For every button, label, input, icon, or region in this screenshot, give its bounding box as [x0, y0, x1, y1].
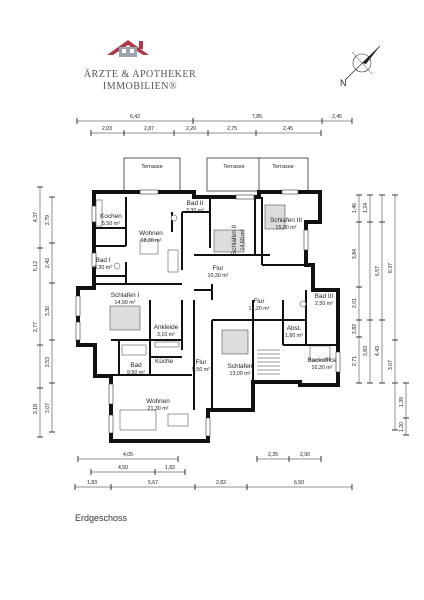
dim-top-1-c: 2,45	[332, 114, 342, 120]
house-roof-icon	[107, 40, 149, 57]
dim-top-1-b: 7,85	[252, 114, 262, 120]
terrace-label-1: Terrasse	[141, 164, 162, 170]
room-flur-3-area: 5,50 m²	[192, 367, 210, 373]
dim-left-outer-d: 3,18	[33, 404, 39, 414]
compass-icon: N	[340, 45, 381, 88]
room-backoffice-name: Backoffice	[307, 357, 337, 364]
room-flur-2-name: Flur	[253, 298, 265, 305]
dimension-labels: 6,42 7,85 2,45 2,03 2,87 2,20 2,75 2,45 …	[33, 114, 405, 486]
room-kueche-name: Küche	[155, 358, 174, 365]
dim-bottom-2-b: 1,82	[165, 465, 175, 471]
dim-right-a-1: 1,46	[352, 203, 358, 213]
dim-bottom-3-a: 1,83	[87, 480, 97, 486]
room-wohnen-1-area: 18,30 m²	[141, 238, 162, 244]
room-bad-area: 9,50 m²	[127, 370, 145, 376]
compass-north-label: N	[340, 78, 347, 88]
dim-right-a-5: 2,71	[352, 356, 358, 366]
dimension-ticks	[37, 118, 409, 490]
room-schlafen-area: 13,00 m²	[230, 371, 251, 377]
dim-right-b-2: 6,57	[375, 266, 381, 276]
room-abst-area: 1,80 m²	[285, 333, 303, 339]
dim-top-2-a: 2,03	[102, 126, 112, 132]
logo-line-2: IMMOBILIEN®	[102, 81, 178, 92]
terrace-labels: Terrasse Terrasse Terrasse	[141, 164, 293, 170]
dim-bottom-1-a: 4,05	[123, 452, 133, 458]
room-bad-2-name: Bad II	[187, 200, 204, 207]
dim-left-inner-c: 3,30	[45, 306, 51, 316]
dim-bottom-2-a: 4,50	[118, 465, 128, 471]
room-schlafen-2-name: Schlafen II	[231, 225, 238, 255]
room-wohnen-1-name: Wohnen	[139, 230, 163, 237]
dim-left-inner-a: 2,79	[45, 215, 51, 225]
dim-right-d-2: 1,20	[399, 422, 405, 432]
room-bad-3-area: 2,50 m²	[315, 301, 333, 307]
room-bad-1-area: 5,30 m²	[94, 265, 112, 271]
room-schlafen-1-area: 14,90 m²	[115, 300, 136, 306]
dim-left-inner-d: 2,53	[45, 357, 51, 367]
room-bad-name: Bad	[130, 362, 142, 369]
dim-bottom-3-c: 2,82	[216, 480, 226, 486]
room-flur-1-area: 10,30 m²	[208, 273, 229, 279]
room-schlafen-3-area: 15,00 m²	[276, 225, 297, 231]
dim-right-c-1: 9,37	[388, 263, 394, 273]
dim-bottom-3-b: 5,67	[148, 480, 158, 486]
furniture	[95, 199, 331, 431]
dim-right-b-3: 3,83	[363, 346, 369, 356]
room-abst-name: Abst.	[287, 325, 302, 332]
room-flur-3-name: Flur	[195, 359, 207, 366]
dim-right-b-4: 4,43	[375, 346, 381, 356]
dim-right-d-1: 1,39	[399, 397, 405, 407]
dim-right-c-2: 3,07	[388, 360, 394, 370]
dim-right-a-2: 3,84	[352, 249, 358, 259]
room-bad-1-name: Bad I	[96, 257, 111, 264]
dim-left-inner-e: 3,07	[45, 403, 51, 413]
room-flur-2-area: 13,20 m²	[249, 306, 270, 312]
room-bad-2-area: 3,30 m²	[186, 208, 204, 214]
room-ankleide-area: 3,10 m²	[157, 332, 175, 338]
room-schlafen-3-name: Schlafen III	[270, 217, 302, 224]
terrace-label-2: Terrasse	[223, 164, 244, 170]
terrace-label-3: Terrasse	[272, 164, 293, 170]
dimension-lines	[39, 120, 407, 488]
dim-top-2-c: 2,20	[186, 126, 196, 132]
windows	[75, 189, 341, 437]
room-kochen-area: 5,50 m²	[102, 221, 120, 227]
dim-right-b-1: 1,24	[363, 203, 369, 213]
room-backoffice-area: 10,30 m²	[312, 365, 333, 371]
dim-top-2-e: 2,45	[283, 126, 293, 132]
room-labels: Kochen 5,50 m² Wohnen 18,30 m² Bad II 3,…	[94, 200, 337, 412]
floor-caption: Erdgeschoss	[75, 513, 128, 523]
room-schlafen-name: Schlafen	[228, 363, 253, 370]
dim-top-2-b: 2,87	[144, 126, 154, 132]
dim-top-1-a: 6,42	[130, 114, 140, 120]
room-flur-1-name: Flur	[212, 265, 224, 272]
dim-right-a-3: 2,01	[352, 298, 358, 308]
logo-line-1: ÄRZTE & APOTHEKER	[83, 69, 197, 80]
dim-bottom-3-d: 6,50	[294, 480, 304, 486]
room-schlafen-1-name: Schlafen I	[111, 292, 140, 299]
dim-left-outer-c: 2,77	[33, 322, 39, 332]
room-wohnen-2-name: Wohnen	[146, 398, 170, 405]
stairs	[257, 349, 280, 375]
dim-left-inner-b: 2,42	[45, 258, 51, 268]
dim-right-a-4: 2,82	[352, 324, 358, 334]
dim-left-outer-b: 5,12	[33, 261, 39, 271]
room-schlafen-2-area: 14,60 m²	[240, 229, 246, 250]
room-ankleide-name: Ankleide	[154, 324, 179, 331]
room-wohnen-2-area: 21,30 m²	[148, 406, 169, 412]
room-bad-3-name: Bad III	[315, 293, 334, 300]
room-kochen-name: Kochen	[100, 213, 122, 220]
dim-top-2-d: 2,75	[227, 126, 237, 132]
dim-left-outer-a: 4,37	[33, 212, 39, 222]
dim-bottom-1-b: 2,35	[268, 452, 278, 458]
dim-bottom-1-c: 2,90	[300, 452, 310, 458]
terraces	[123, 157, 309, 192]
